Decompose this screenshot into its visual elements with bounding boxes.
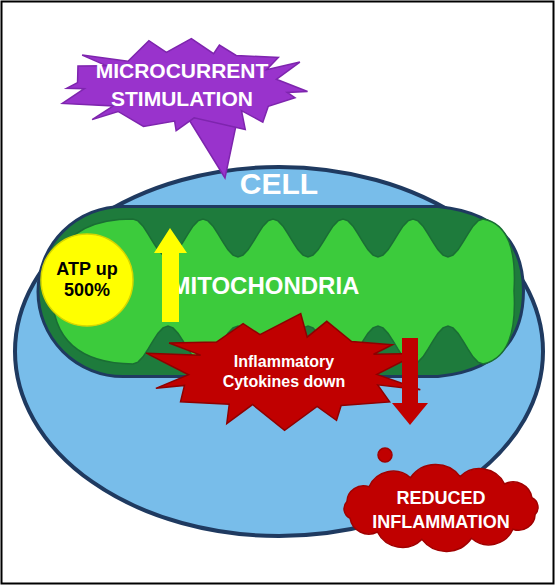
increase-arrow (154, 228, 187, 322)
node-label: MITOCHONDRIA (135, 271, 395, 301)
flow-arrow (392, 338, 428, 425)
node-burstred: Inflammatory Cytokines down (148, 338, 420, 430)
arrow-shaft (402, 338, 418, 404)
node-cloud: REDUCED INFLAMMATION (333, 425, 550, 547)
cloud-shape (344, 465, 538, 552)
starburst-shape (146, 314, 420, 431)
node-label: REDUCED INFLAMMATION (351, 486, 531, 534)
atp-circle (41, 234, 133, 326)
node-circle: ATP up 500% (40, 233, 134, 327)
node-burstpurple: MICROCURRENT STIMULATION (60, 40, 308, 132)
node-label: ATP up 500% (40, 259, 134, 301)
node-label: Inflammatory Cytokines down (214, 352, 354, 392)
starburst-shape (62, 39, 307, 131)
node-label: CELL (13, 167, 545, 201)
node-outline (60, 40, 308, 132)
node-label: MICROCURRENT STIMULATION (87, 57, 277, 113)
arrow-head (392, 403, 428, 425)
cloud-puff (378, 448, 392, 462)
